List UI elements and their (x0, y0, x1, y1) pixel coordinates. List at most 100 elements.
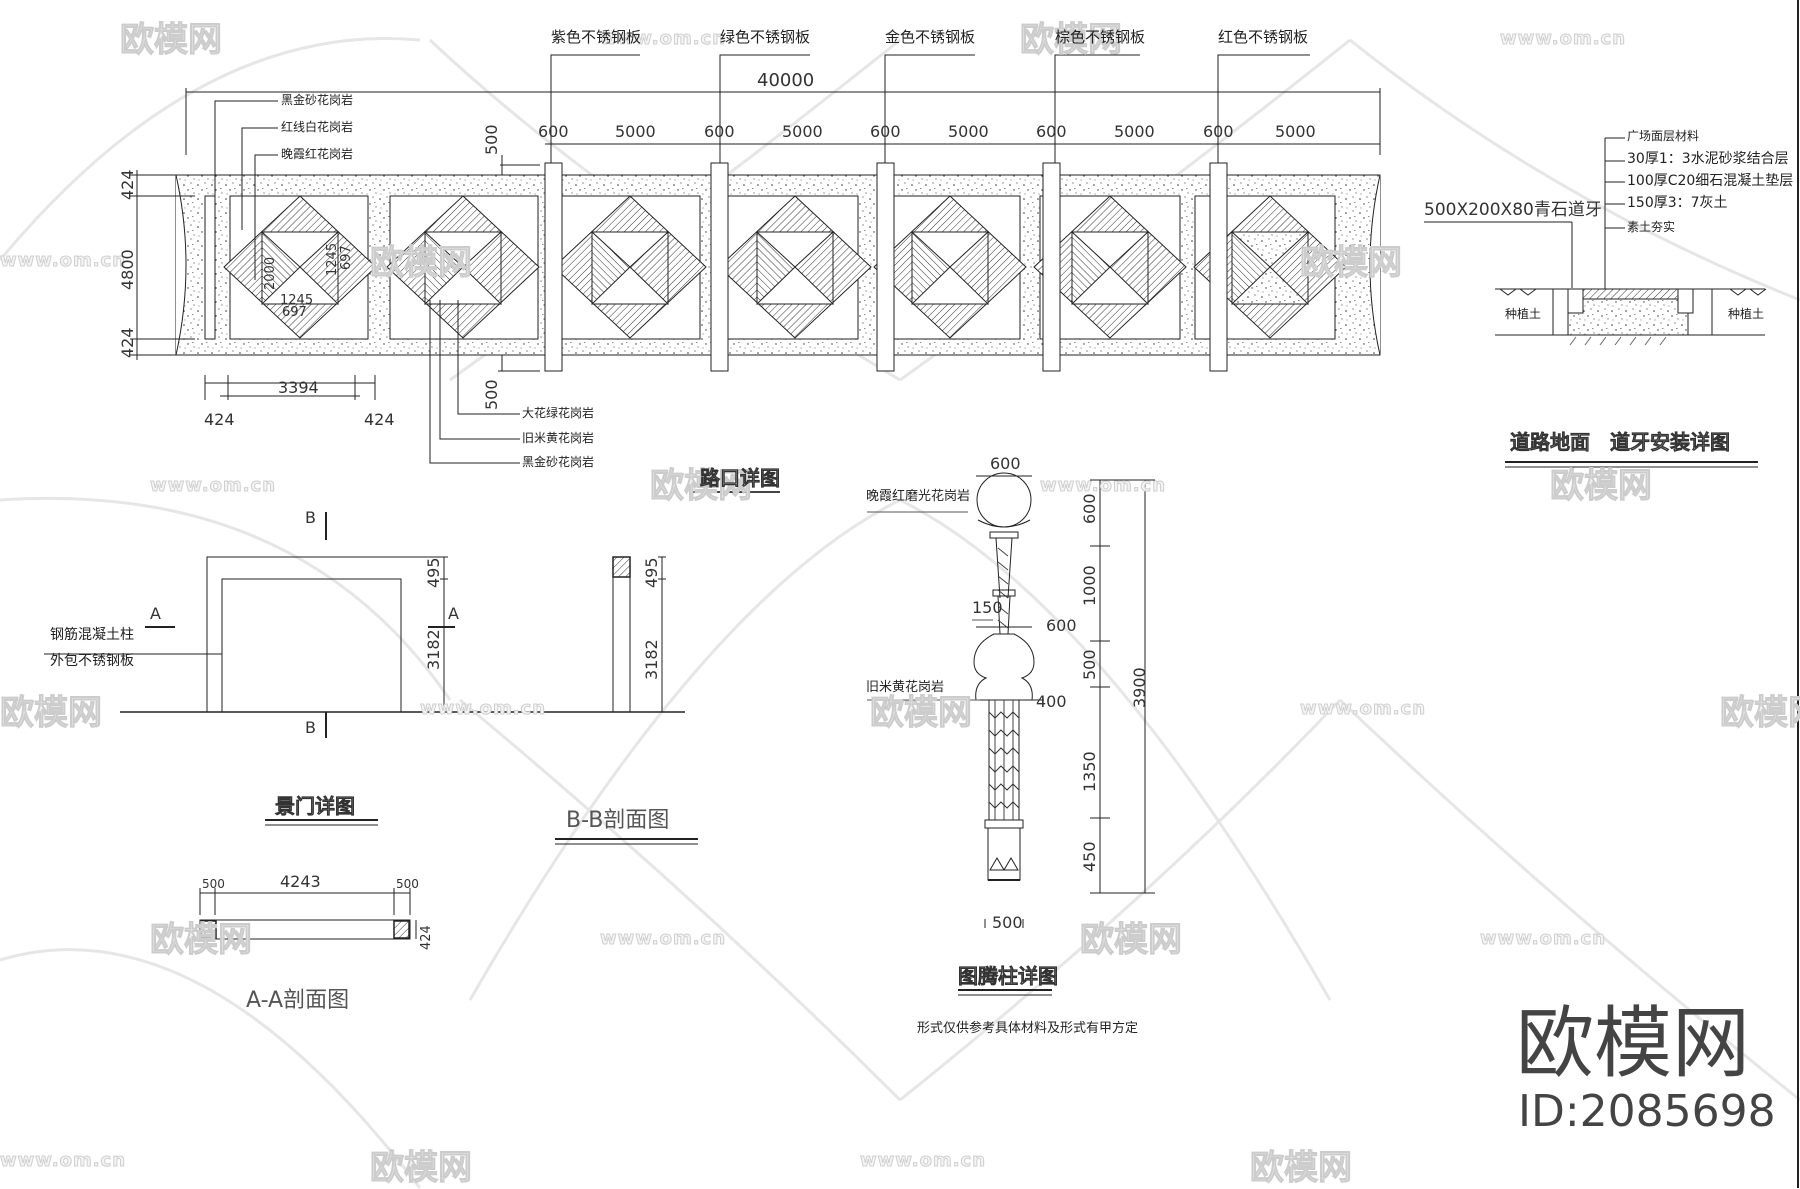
watermark-logo: 欧模网 (150, 920, 253, 961)
plaza-plan (130, 54, 1381, 464)
label-black-gold-granite: 黑金砂花岗岩 (281, 93, 354, 107)
watermark-url: www.om.cn (1479, 928, 1607, 950)
watermark-logo: 欧模网 (120, 20, 223, 61)
watermark-logo: 欧模网 (1020, 20, 1123, 61)
dim-inner: 2000 (263, 256, 278, 290)
totem-vdim: 450 (1080, 841, 1099, 872)
label-purple-steel: 紫色不锈钢板 (551, 28, 642, 46)
watermark-logo: 欧模网 (870, 693, 973, 734)
dim-bottom: 424 (364, 410, 395, 429)
section-mark-b: B (305, 718, 316, 737)
label-gold-steel: 金色不锈钢板 (885, 28, 976, 46)
label-green-steel: 绿色不锈钢板 (720, 28, 811, 46)
gate-detail-title: 景门详图 (275, 794, 356, 818)
totem-dim: 400 (1036, 692, 1067, 711)
totem-vdim: 500 (1080, 649, 1099, 680)
label-beige-granite: 旧米黄花岗岩 (522, 431, 595, 445)
watermark-url: www.om.cn (1499, 28, 1627, 50)
dim-total: 40000 (757, 70, 815, 91)
dim-bottom: 424 (204, 410, 235, 429)
dim-post-bottom: 500 (482, 379, 501, 410)
totem-vdim: 1000 (1080, 565, 1099, 606)
totem-column (867, 472, 1155, 996)
totem-vdim: 1350 (1080, 751, 1099, 792)
aa-dim: 424 (419, 925, 434, 950)
totem-total-height: 3900 (1130, 667, 1149, 708)
brand-logo: 欧模网 (1515, 999, 1750, 1089)
totem-dim: 500 (992, 913, 1023, 932)
totem-label-top: 晚霞红磨光花岗岩 (866, 489, 971, 504)
aa-dim: 500 (396, 877, 419, 891)
dim-seg: 5000 (615, 122, 656, 141)
curb-detail-title: 道路地面 道牙安装详图 (1510, 430, 1731, 454)
totem-detail-title: 图腾柱详图 (958, 964, 1059, 988)
dim-seg: 600 (538, 122, 569, 141)
totem-vdim: 600 (1080, 493, 1099, 524)
watermark-logo: 欧模网 (0, 693, 103, 734)
watermark-url: www.om.cn (1299, 698, 1427, 720)
dim-seg: 600 (1203, 122, 1234, 141)
brand-id: ID:2085698 (1518, 1086, 1776, 1137)
dim-inner: 1245 (280, 293, 314, 308)
label-sunset-red-granite: 晚霞红花岗岩 (281, 147, 354, 161)
dim-vertical: 424 (118, 327, 137, 358)
bb-dim-height: 3182 (642, 639, 661, 680)
watermark-url: www.om.cn (0, 1150, 127, 1172)
watermark-logo: 欧模网 (1300, 243, 1403, 284)
dim-post-top: 500 (482, 124, 501, 155)
section-mark-a: A (150, 604, 161, 623)
plaza-detail-title: 路口详图 (700, 466, 781, 490)
totem-dim: 600 (1046, 616, 1077, 635)
dim-seg: 600 (1036, 122, 1067, 141)
dim-inner: 697 (339, 245, 354, 270)
watermark-url: www.om.cn (1039, 475, 1167, 497)
dim-seg: 600 (870, 122, 901, 141)
gate-material-1: 钢筋混凝土柱 (50, 627, 134, 643)
layer-label: 150厚3：7灰土 (1627, 195, 1728, 211)
watermark-url: www.om.cn (859, 1150, 987, 1172)
curb-stone-label: 500X200X80青石道牙 (1424, 200, 1602, 220)
layer-label: 素土夯实 (1627, 220, 1676, 234)
dim-inner: 697 (282, 305, 307, 320)
layer-label: 30厚1：3水泥砂浆结合层 (1627, 151, 1789, 167)
soil-left-label: 种植土 (1505, 307, 1542, 321)
dim-inner: 1245 (325, 242, 340, 276)
watermark-url: www.om.cn (599, 928, 727, 950)
watermark-url: www.om.cn (0, 250, 127, 272)
aa-dim: 4243 (280, 872, 321, 891)
aa-section-title: A-A剖面图 (246, 988, 350, 1013)
soil-right-label: 种植土 (1728, 307, 1765, 321)
label-brown-steel: 棕色不锈钢板 (1055, 28, 1146, 46)
watermark-logo: 欧模网 (650, 466, 753, 507)
dim-bottom: 3394 (278, 378, 319, 397)
label-green-granite: 大花绿花岗岩 (522, 406, 595, 420)
watermark-logo: 欧模网 (1720, 693, 1800, 734)
gate-material-2: 外包不锈钢板 (50, 653, 134, 669)
gate-dim-top: 495 (424, 557, 443, 588)
totem-note: 形式仅供参考具体材料及形式有甲方定 (917, 1021, 1139, 1036)
watermark-url: www.om.cn (599, 28, 727, 50)
aa-section (199, 888, 417, 940)
layer-label: 100厚C20细石混凝土垫层 (1627, 173, 1794, 189)
watermark-logo: 欧模网 (370, 243, 473, 284)
dim-vertical: 424 (118, 169, 137, 200)
layer-label: 广场面层材料 (1627, 129, 1700, 143)
watermark-url: www.om.cn (419, 698, 547, 720)
section-mark-a: A (448, 604, 459, 623)
bb-dim-top: 495 (642, 557, 661, 588)
watermark-logo: 欧模网 (1250, 1148, 1353, 1189)
bb-section-title: B-B剖面图 (566, 808, 670, 833)
dim-seg: 5000 (1275, 122, 1316, 141)
dim-seg: 5000 (782, 122, 823, 141)
aa-dim: 500 (202, 877, 225, 891)
label-black-gold-granite-2: 黑金砂花岗岩 (522, 455, 595, 469)
totem-dim: 150 (972, 598, 1003, 617)
watermark-logo: 欧模网 (370, 1148, 473, 1189)
label-red-steel: 红色不锈钢板 (1218, 28, 1309, 46)
gate-elevation (44, 512, 698, 845)
watermark-url: www.om.cn (149, 475, 277, 497)
watermark-logo: 欧模网 (1550, 466, 1653, 507)
dim-seg: 5000 (948, 122, 989, 141)
gate-dim-height: 3182 (424, 629, 443, 670)
